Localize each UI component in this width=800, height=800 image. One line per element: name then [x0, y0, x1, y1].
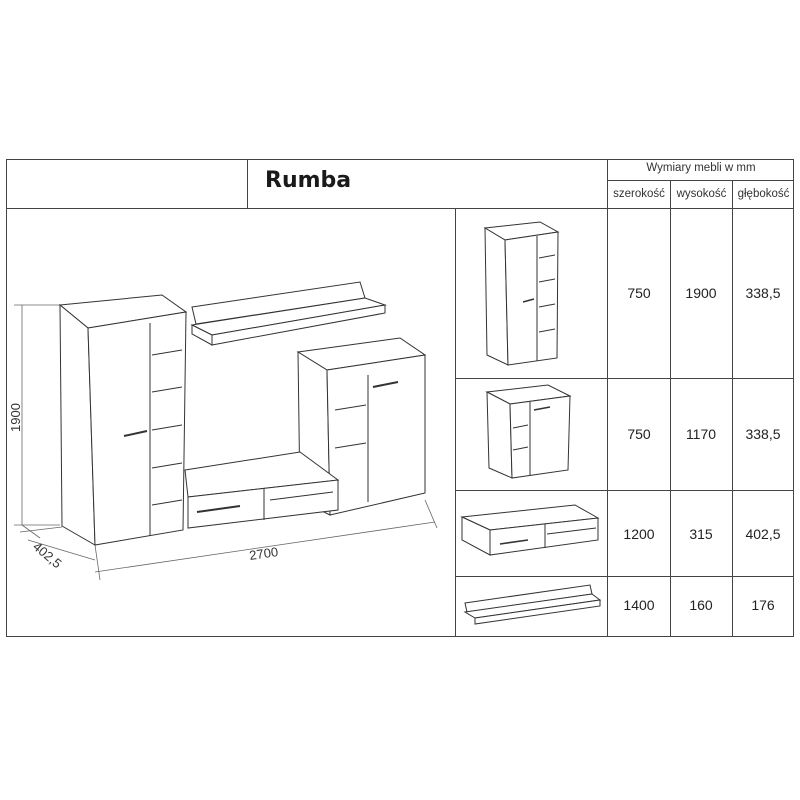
height-dimension-line: [14, 304, 62, 539]
depth-width-dimension-line: [19, 499, 438, 581]
row-1-width: 750: [627, 285, 651, 301]
row-3-depth: 402,5: [745, 526, 781, 542]
overview-tall-cabinet: [58, 294, 188, 546]
row-4-width: 1400: [623, 597, 655, 613]
row-1-height: 1900: [685, 285, 717, 301]
thumbnail-tv-stand: [460, 504, 600, 556]
overview-wall-shelf: [190, 281, 387, 346]
overview-depth-label: 402,5: [30, 539, 65, 571]
column-depth-header: głębokość: [737, 188, 790, 200]
furniture-set-drawing: [14, 281, 438, 581]
row-2-width: 750: [627, 426, 651, 442]
page-title: Rumba: [265, 168, 352, 193]
overview-width-label: 2700: [248, 544, 279, 563]
table-grid: [6, 159, 794, 637]
row-2-depth: 338,5: [745, 426, 781, 442]
overview-tv-stand: [184, 451, 340, 529]
dimensions-header: Wymiary mebli w mm: [646, 162, 756, 174]
thumbnail-low-cabinet: [485, 384, 572, 479]
column-width-header: szerokość: [613, 188, 665, 200]
row-4-height: 160: [689, 597, 713, 613]
overview-low-cabinet: [296, 337, 427, 516]
thumbnail-wall-shelf: [463, 584, 602, 625]
row-3-width: 1200: [623, 526, 655, 542]
row-4-depth: 176: [751, 597, 775, 613]
overview-height-label: 1900: [8, 403, 23, 432]
column-height-header: wysokość: [676, 188, 727, 200]
row-3-height: 315: [689, 526, 713, 542]
row-2-height: 1170: [685, 426, 717, 442]
row-1-depth: 338,5: [745, 285, 781, 301]
thumbnail-tall-cabinet: [483, 221, 560, 366]
